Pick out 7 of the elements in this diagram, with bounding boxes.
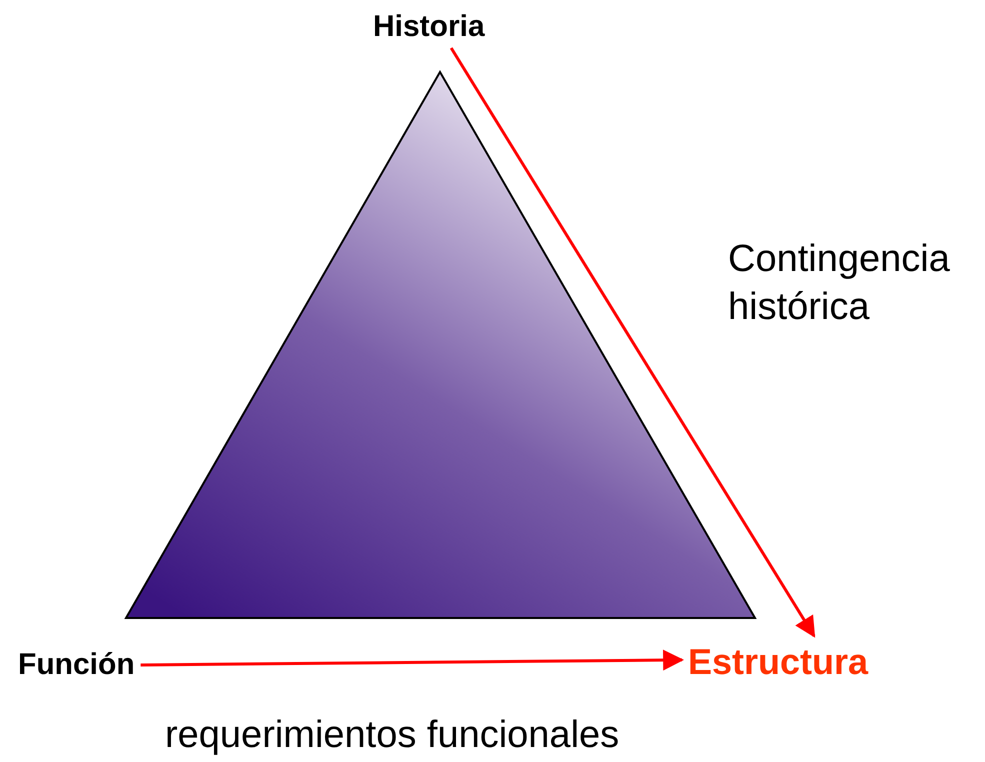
edge-label: requerimientos funcionales [165,713,620,758]
vertex-label: Función [18,648,135,682]
arrow [450,47,816,638]
edge-label: Contingencia histórica [728,237,951,330]
vertex-label: Estructura [688,641,868,683]
vertex-label: Historia [373,10,485,44]
arrow [140,650,684,671]
